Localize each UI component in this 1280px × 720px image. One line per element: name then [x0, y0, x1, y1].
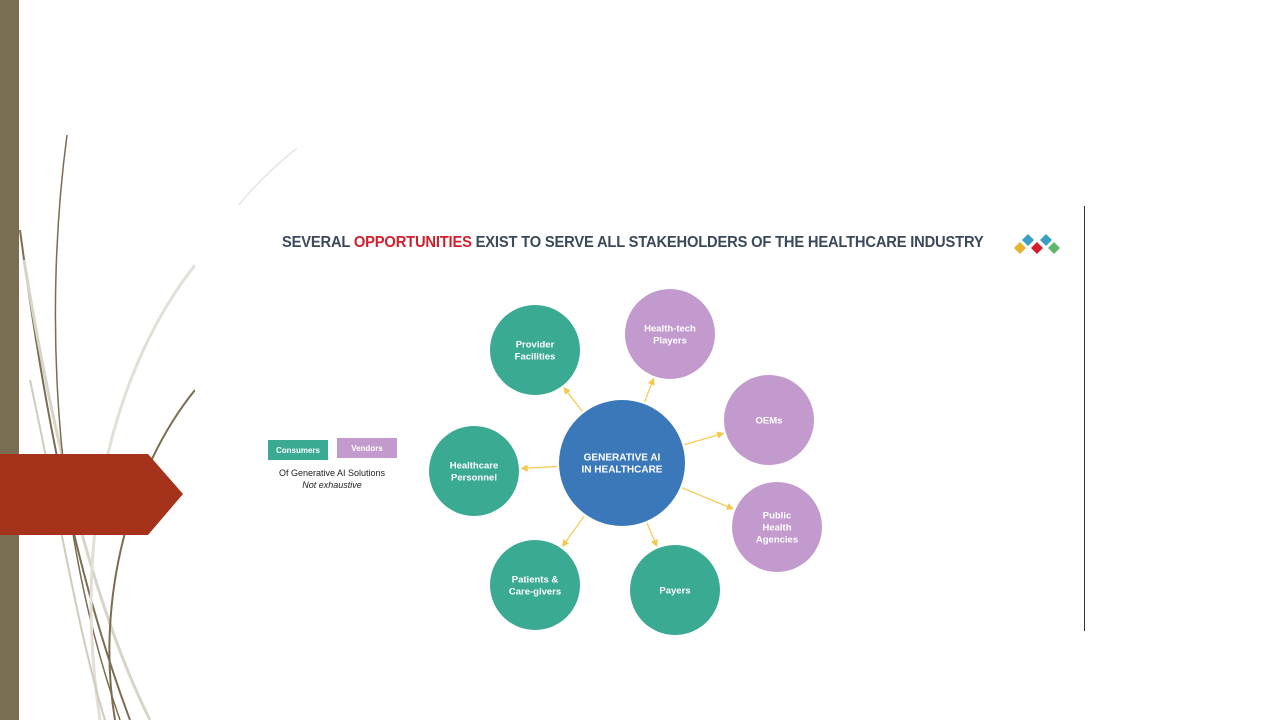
- node-label-public-health-agencies-line: Agencies: [756, 535, 798, 546]
- slide-divider-line: [1084, 206, 1085, 631]
- legend-consumers-swatch: Consumers: [268, 440, 328, 460]
- node-payers: Payers: [630, 545, 720, 635]
- red-arrow-banner: [0, 454, 183, 535]
- node-label-healthcare-personnel-line: Healthcare: [450, 461, 499, 472]
- node-label-patients-care-givers-line: Patients &: [512, 575, 559, 586]
- arrow-to-payers: [646, 522, 658, 548]
- center-node-label-line: GENERATIVE AI: [584, 453, 661, 464]
- headline-suffix: EXIST TO SERVE ALL STAKEHOLDERS OF THE H…: [471, 234, 984, 251]
- node-circle-public-health-agencies: [732, 482, 822, 572]
- arrow-to-provider-facilities: [563, 386, 583, 412]
- arrow-to-patients-care-givers: [562, 515, 585, 548]
- node-label-healthcare-personnel-line: Personnel: [451, 473, 497, 484]
- slide-headline: SEVERAL OPPORTUNITIES EXIST TO SERVE ALL…: [282, 234, 984, 252]
- node-circle-oems: [724, 375, 814, 465]
- node-circle-payers: [630, 545, 720, 635]
- legend-caption-text: Of Generative AI Solutions: [278, 468, 386, 478]
- node-label-health-tech-players-line: Players: [653, 336, 687, 347]
- node-circle-patients-care-givers: [490, 540, 580, 630]
- legend-caption: Of Generative AI Solutions Not exhaustiv…: [262, 467, 402, 491]
- node-label-patients-care-givers-line: Care-givers: [509, 587, 561, 598]
- node-label-provider-facilities-line: Provider: [516, 340, 555, 351]
- node-label-public-health-agencies-line: Health: [762, 523, 791, 534]
- node-label-provider-facilities-line: Facilities: [515, 352, 556, 363]
- arrow-to-healthcare-personnel: [520, 464, 558, 472]
- headline-prefix: SEVERAL: [282, 234, 354, 251]
- node-label-payers-line: Payers: [659, 586, 690, 597]
- node-circle-provider-facilities: [490, 305, 580, 395]
- node-label-public-health-agencies-line: Public: [763, 511, 792, 522]
- arrow-to-public-health-agencies: [681, 487, 734, 510]
- center-node-label-line: IN HEALTHCARE: [582, 465, 663, 476]
- arrow-to-oems: [684, 431, 725, 446]
- center-node-circle: [559, 400, 685, 526]
- arrow-to-health-tech-players: [644, 377, 655, 403]
- node-label-health-tech-players-line: Health-tech: [644, 324, 696, 335]
- node-circle-healthcare-personnel: [429, 426, 519, 516]
- legend-vendors-swatch: Vendors: [337, 438, 397, 458]
- node-oems: OEMs: [724, 375, 814, 465]
- legend-note-text: Not exhaustive: [302, 480, 362, 490]
- node-patients-care-givers: Patients &Care-givers: [490, 540, 580, 630]
- diamond-cluster-logo-icon: [1014, 234, 1060, 254]
- headline-highlight: OPPORTUNITIES: [353, 234, 472, 251]
- left-side-bar: [0, 0, 19, 720]
- node-label-oems-line: OEMs: [756, 416, 783, 427]
- node-circle-health-tech-players: [625, 289, 715, 379]
